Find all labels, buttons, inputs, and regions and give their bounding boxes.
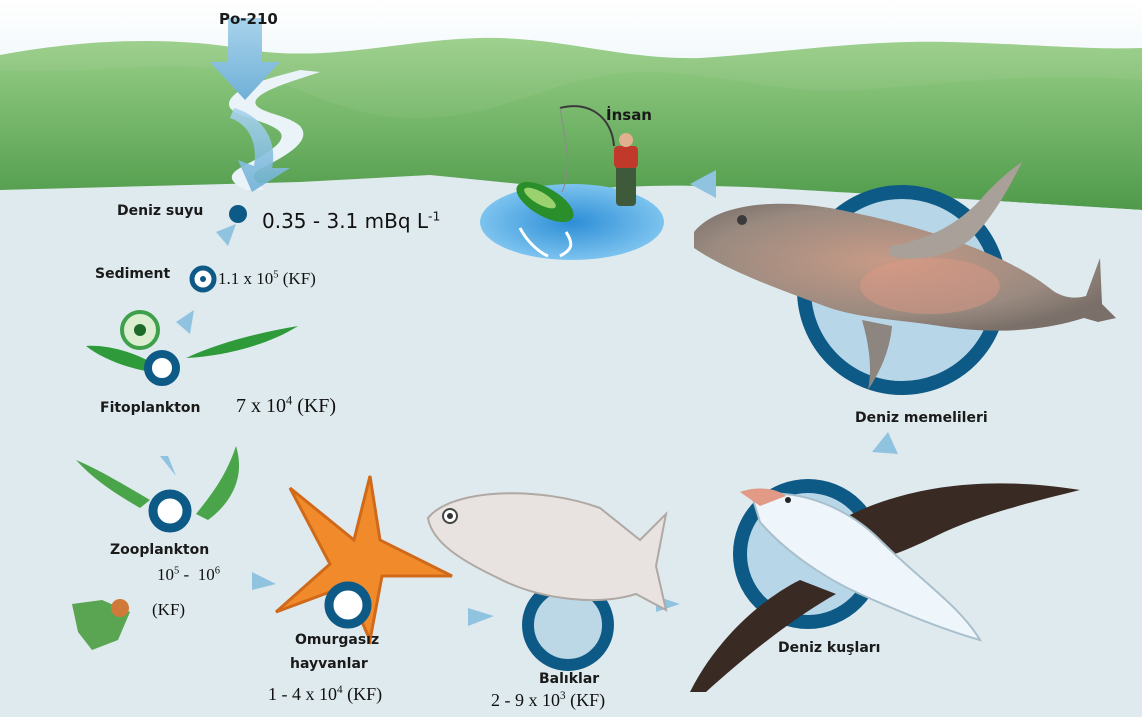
marine-mammals-label: Deniz memelileri bbox=[855, 410, 988, 426]
sediment-cf: 1.1 x 105 (KF) bbox=[218, 269, 316, 289]
fish-label: Balıklar bbox=[539, 671, 599, 687]
seawater-node bbox=[229, 205, 247, 223]
human-label: İnsan bbox=[606, 106, 652, 124]
phytoplankton-label: Fitoplankton bbox=[100, 400, 201, 416]
invertebrates-label-line2: hayvanlar bbox=[290, 656, 368, 672]
pond bbox=[480, 184, 664, 260]
zooplankton-cf-unit: (KF) bbox=[152, 600, 185, 620]
seawater-label: Deniz suyu bbox=[117, 203, 203, 219]
zooplankton-label: Zooplankton bbox=[110, 542, 209, 558]
zooplankton-node bbox=[153, 494, 187, 528]
invertebrates-node bbox=[329, 586, 367, 624]
phytoplankton-cf: 7 x 104 (KF) bbox=[236, 395, 336, 418]
zooplankton-cf-range: 105 - 106 bbox=[157, 565, 220, 585]
invertebrates-label-line1: Omurgasız bbox=[295, 632, 379, 648]
fish-cf: 2 - 9 x 103 (KF) bbox=[491, 690, 605, 711]
seawater-concentration: 0.35 - 3.1 mBq L-1 bbox=[262, 209, 440, 233]
seabirds-label: Deniz kuşları bbox=[778, 640, 880, 656]
source-label: Po-210 bbox=[219, 10, 278, 28]
phytoplankton-node bbox=[148, 354, 176, 382]
sediment-label: Sediment bbox=[95, 266, 170, 282]
invertebrates-cf: 1 - 4 x 104 (KF) bbox=[268, 684, 382, 705]
